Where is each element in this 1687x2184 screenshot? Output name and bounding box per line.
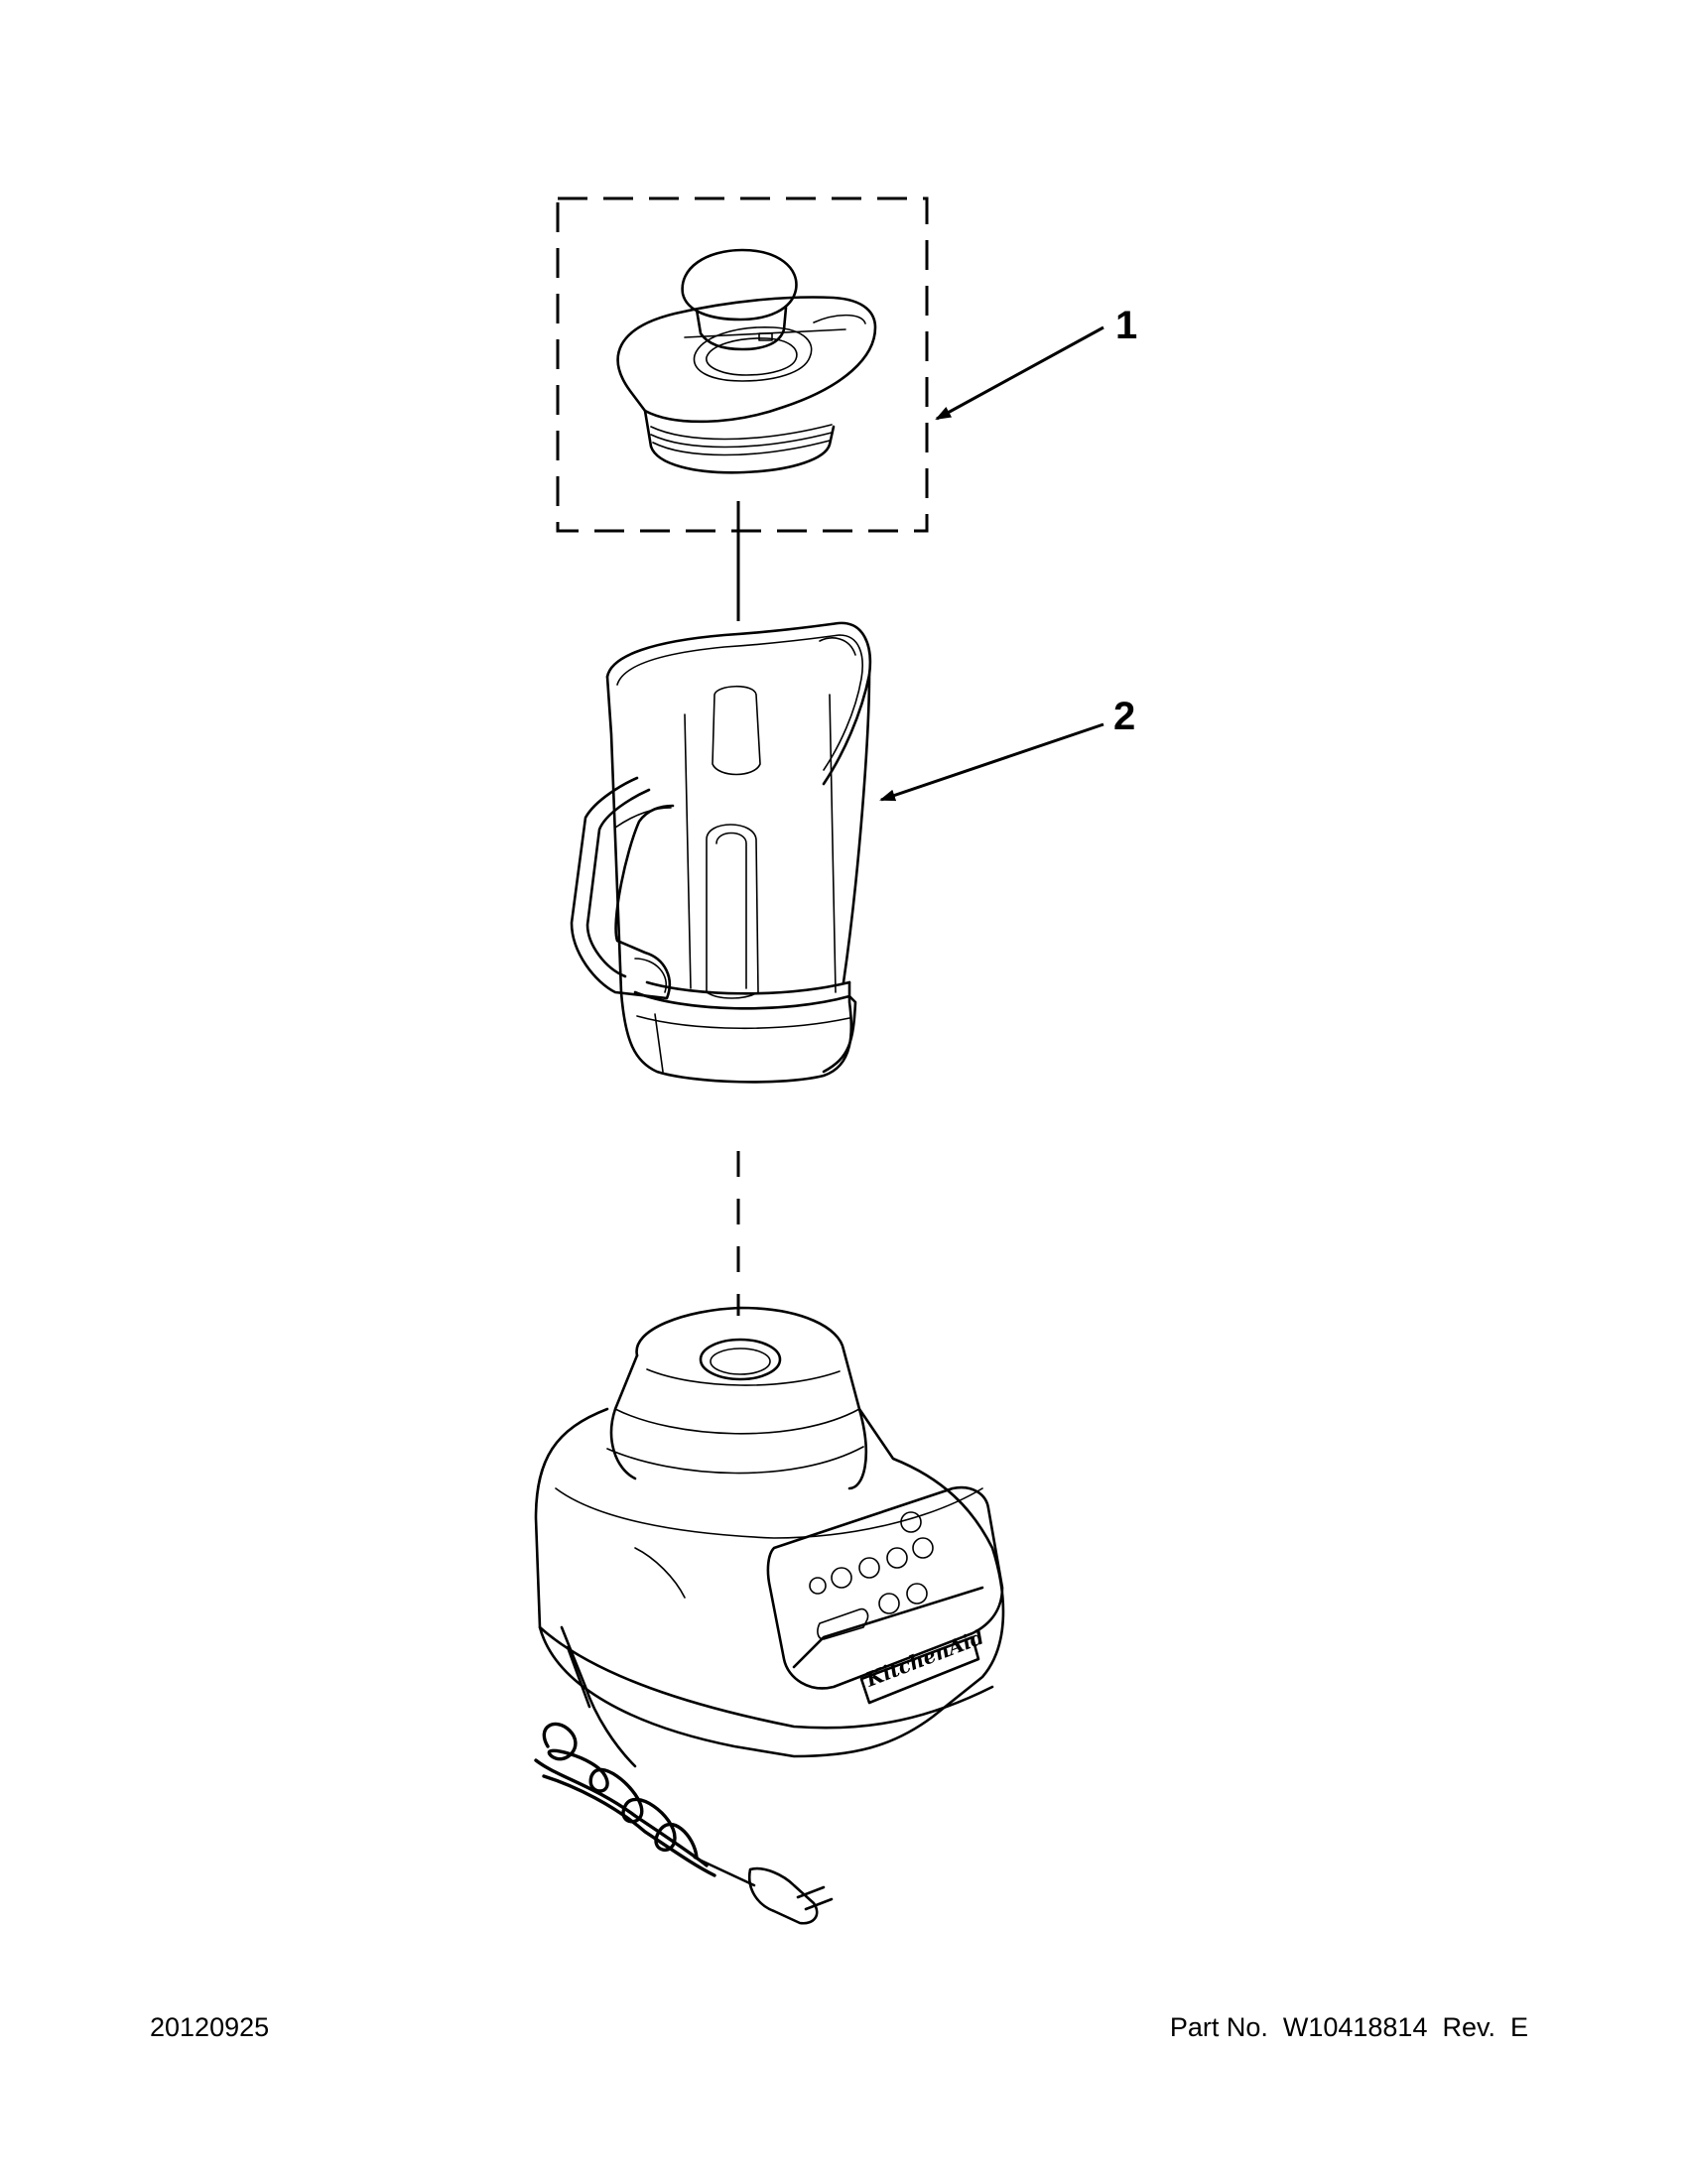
blender-lid-icon [616, 248, 877, 474]
callout-2-label: 2 [1113, 695, 1136, 738]
callout-1-label: 1 [1115, 304, 1138, 347]
callout-2-arrow [879, 722, 1104, 802]
callout-1-arrow [935, 325, 1104, 421]
power-cord-icon [534, 1625, 834, 1925]
blender-jar-icon [570, 621, 872, 1084]
lid-kit-dashed-box [556, 196, 929, 533]
footer-part-number: Part No. W10418814 Rev. E [1169, 2012, 1528, 2042]
blender-base-icon: KitchenAid [534, 1306, 1005, 1758]
footer-date-code: 20120925 [150, 2012, 270, 2042]
